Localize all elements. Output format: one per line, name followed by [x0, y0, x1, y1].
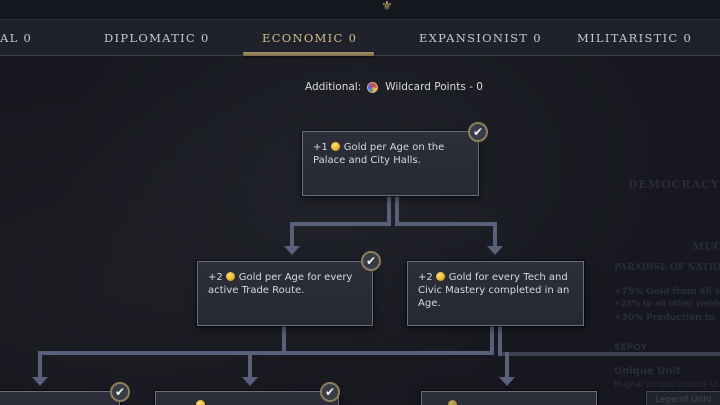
bonus-3: +30% Production to — [614, 313, 715, 323]
node-amount: +1 — [313, 142, 328, 153]
connector-line — [38, 351, 494, 355]
wildcard-points-icon — [367, 81, 379, 93]
arrow-down-icon — [499, 377, 515, 386]
connector-line — [493, 222, 497, 246]
gold-icon — [448, 400, 457, 405]
connector-line — [498, 326, 502, 356]
gold-icon — [225, 272, 235, 281]
legend-card-text: Legend Unlo — [655, 395, 712, 405]
connector-line — [498, 352, 720, 356]
arrow-down-icon — [487, 246, 503, 255]
tab-economic[interactable]: ECONOMIC 0 — [262, 31, 358, 45]
node-description: Gold for every Tech and Civic Mastery co… — [418, 272, 570, 309]
node-description: Gold per Age on the Palace and City Hall… — [313, 142, 445, 166]
arrow-down-icon — [284, 246, 300, 255]
tree-node-level3-3[interactable] — [421, 391, 597, 405]
connector-line — [290, 222, 294, 246]
connector-line — [282, 326, 286, 354]
bonus-1: +75% Gold from all s — [614, 287, 720, 297]
bonus-3-value: +30% — [614, 313, 644, 323]
government-label: DEMOCRACY — [628, 178, 720, 191]
additional-points: Additional: Wildcard Points - 0 — [305, 81, 483, 93]
tab-diplomatic[interactable]: DIPLOMATIC 0 — [104, 31, 210, 45]
bonus-3-text: Production to — [646, 313, 716, 323]
tab-militaristic[interactable]: MILITARISTIC 0 — [577, 31, 693, 45]
unit-name: SEPOY — [614, 343, 648, 353]
bonus-1-value: +75% — [614, 287, 644, 297]
connector-line — [387, 196, 391, 226]
completed-check-icon: ✔ — [468, 122, 488, 142]
fleur-emblem-icon: ⚜ — [381, 0, 393, 14]
completed-check-icon: ✔ — [110, 382, 130, 402]
background-legend-card: Legend Unlo — [646, 391, 720, 405]
gold-icon — [435, 272, 445, 281]
connector-line — [490, 326, 494, 354]
unit-desc: Mughal Unique Infantry U — [614, 380, 717, 389]
node-amount: +2 — [208, 272, 223, 283]
connector-line — [395, 196, 399, 226]
top-bar: ⚜ — [0, 0, 720, 19]
gold-icon — [330, 142, 340, 151]
civ-label: MUG — [692, 240, 720, 253]
node-amount: +2 — [418, 272, 433, 283]
connector-line — [395, 222, 497, 226]
tree-node-level3-1[interactable] — [0, 391, 120, 405]
completed-check-icon: ✔ — [320, 382, 340, 402]
connector-line — [505, 352, 509, 377]
arrow-down-icon — [242, 377, 258, 386]
tab-expansionist[interactable]: EXPANSIONIST 0 — [419, 31, 542, 45]
connector-line — [38, 351, 42, 377]
wildcard-points-label: Wildcard Points - 0 — [385, 81, 483, 93]
tree-node-level3-2[interactable] — [155, 391, 339, 405]
connector-line — [290, 222, 391, 226]
bonus-1-text: Gold from all s — [646, 287, 720, 297]
connector-line — [248, 351, 252, 377]
gold-icon — [196, 400, 205, 405]
attribute-tab-bar: AL 0 DIPLOMATIC 0 ECONOMIC 0 EXPANSIONIS… — [0, 19, 720, 56]
additional-label: Additional: — [305, 81, 362, 93]
bonus-2: +25% to all other yields — [614, 299, 720, 308]
completed-check-icon: ✔ — [361, 251, 381, 271]
node-description: Gold per Age for every active Trade Rout… — [208, 272, 353, 296]
tab-cultural[interactable]: AL 0 — [0, 31, 33, 45]
active-tab-indicator — [243, 52, 374, 56]
tradition-label: PARADISE OF NATIONS — [614, 263, 720, 273]
unit-type: Unique Unit — [614, 366, 681, 377]
arrow-down-icon — [32, 377, 48, 386]
